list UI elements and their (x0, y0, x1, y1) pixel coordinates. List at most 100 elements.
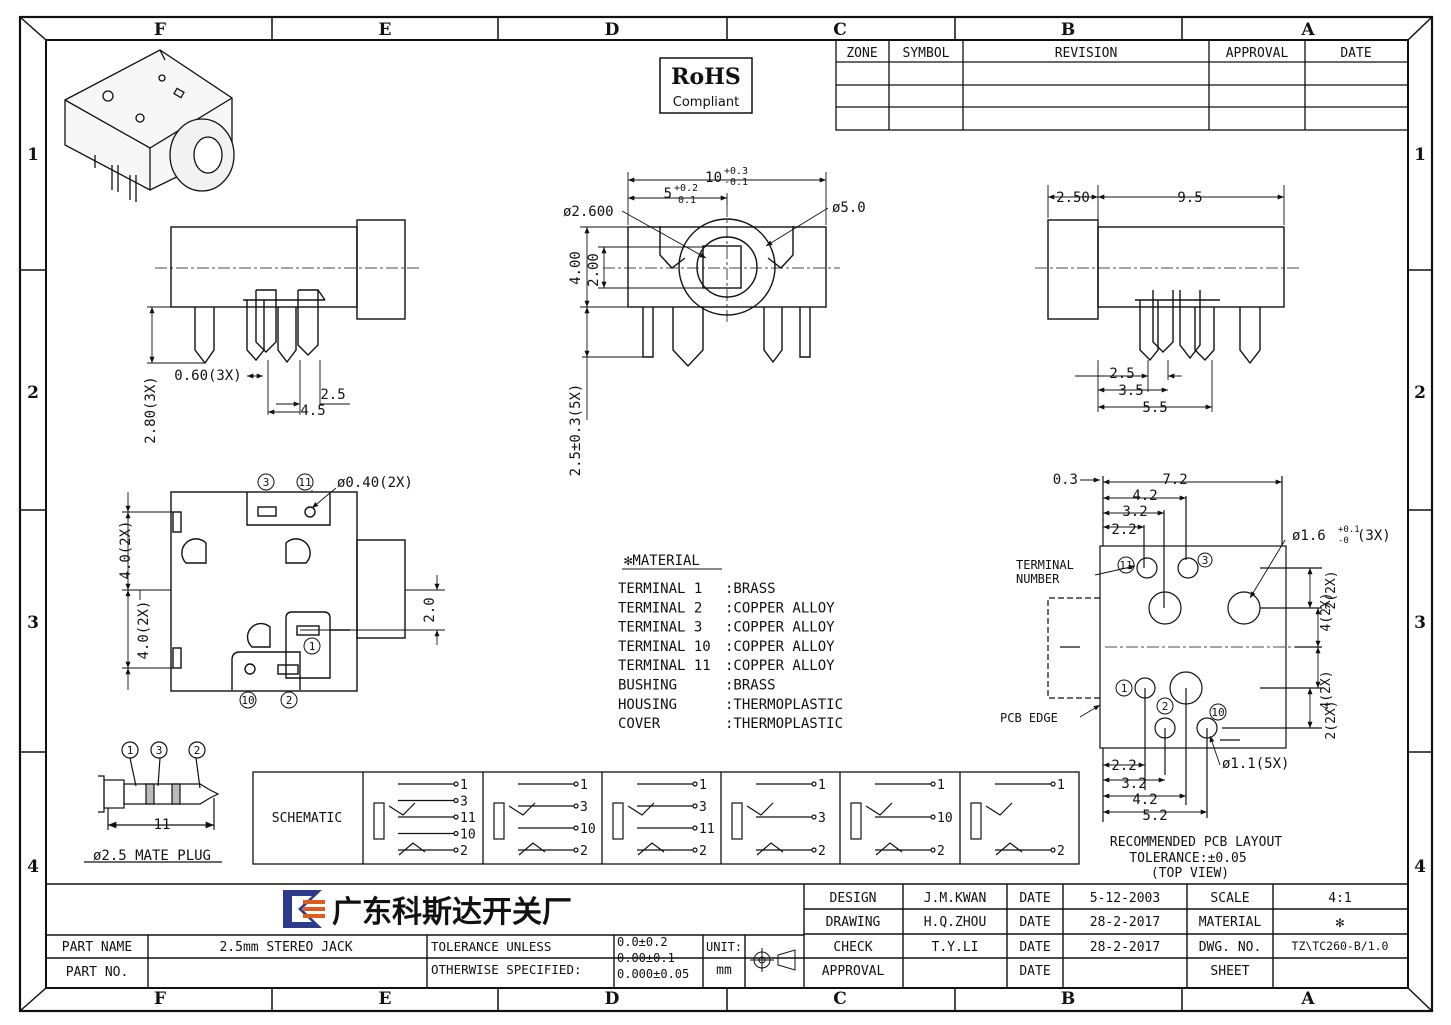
schematic-block (373, 781, 459, 856)
schematic-contact (388, 802, 416, 816)
dim-label: 9.5 (1177, 190, 1202, 206)
schematic-pin-number: 10 (937, 811, 953, 826)
schematic-contact (746, 802, 774, 816)
pcb-caption: RECOMMENDED PCB LAYOUT (1110, 835, 1282, 850)
front-view-dims (580, 172, 829, 420)
dim-label: ø5.0 (832, 200, 866, 216)
check-value: T.Y.LI (932, 940, 979, 955)
dim-label: 4.2 (1132, 792, 1157, 808)
dim-label: 2.50 (1056, 190, 1090, 206)
material-term: BUSHING (618, 678, 677, 694)
material-value: :COPPER ALLOY (725, 639, 835, 655)
zone-col-label: E (379, 989, 392, 1009)
schematic-contact (865, 802, 893, 816)
schematic-terminal (453, 847, 459, 853)
dim-label: 4(2X) (1319, 592, 1334, 631)
rev-header-revision: REVISION (1055, 46, 1118, 61)
dim-label: 10 (705, 170, 722, 186)
schematic-pin-number: 1 (580, 778, 588, 793)
rev-header-zone: ZONE (846, 46, 877, 61)
mate-plug (84, 741, 222, 863)
hole-big-label: ø1.6 (1292, 528, 1326, 544)
zone-row-label: 1 (27, 145, 39, 165)
material-term: TERMINAL 1 (618, 581, 702, 597)
hole-big-tol: -0 (1338, 536, 1349, 546)
dim-tolerance: +0.2 (674, 183, 698, 194)
dim-label: 4.0(2X) (118, 520, 134, 579)
sheet-label: SHEET (1210, 964, 1249, 979)
dim-label: 0.3 (1053, 472, 1078, 488)
scale-value: 4:1 (1328, 891, 1351, 906)
material-title: ✻MATERIAL (624, 553, 700, 569)
schematic-terminal (1050, 781, 1056, 787)
dim-label: 3.2 (1122, 504, 1147, 520)
schematic-pin-number: 2 (1057, 844, 1065, 859)
schematic-terminal (453, 830, 459, 837)
dim-label: ø0.40(2X) (337, 475, 413, 491)
schematic-contact (508, 802, 536, 816)
hole-big-tol: +0.1 (1338, 525, 1360, 535)
border-frame (18, 15, 1434, 1013)
schematic-terminal (1050, 847, 1056, 853)
schematic-terminal (930, 814, 936, 820)
schematic-terminal (573, 803, 579, 809)
rohs-subtitle: Compliant (673, 95, 739, 110)
zone-col-label: D (605, 989, 620, 1009)
schematic-block (612, 781, 698, 856)
schematic-terminal (811, 814, 817, 820)
pcb-edge-label: PCB EDGE (1000, 711, 1058, 725)
zone-row-label: 1 (1414, 145, 1426, 165)
schematic-terminal (453, 814, 459, 820)
contact-spring (612, 802, 624, 840)
mate-plug-length: 11 (154, 817, 171, 833)
material-value: :BRASS (725, 581, 776, 597)
unit-label: UNIT: (706, 940, 742, 954)
material-value: :THERMOPLASTIC (725, 716, 843, 732)
schematic-terminal (692, 825, 698, 831)
material-term: TERMINAL 3 (618, 620, 702, 636)
hole-small-label: ø1.1(5X) (1222, 756, 1289, 772)
schematic-terminal (453, 781, 459, 787)
dim-label: 2.5 (320, 387, 345, 403)
schematic-pin-number: 1 (937, 778, 945, 793)
dim-label: 5.5 (1142, 400, 1167, 416)
schematic-pin-number: 1 (460, 778, 468, 793)
date-label: DATE (1019, 940, 1050, 955)
unit-value: mm (716, 963, 732, 978)
date-label: DATE (1019, 891, 1050, 906)
schematic-contact (756, 842, 784, 856)
pin-number: 1 (309, 640, 316, 653)
contact-spring (373, 802, 385, 840)
zone-row-label: 2 (1414, 383, 1426, 403)
right-side-dims (1047, 185, 1285, 412)
material-value: :COPPER ALLOY (725, 620, 835, 636)
date-value: 28-2-2017 (1090, 915, 1160, 930)
zone-col-label: A (1300, 989, 1315, 1009)
schematic-terminal (692, 781, 698, 787)
schematic-terminal (573, 781, 579, 787)
pin-number: 10 (1211, 706, 1224, 719)
schematic-pin-number: 10 (580, 822, 596, 837)
pin-number: 11 (298, 476, 311, 489)
drawing-value: H.Q.ZHOU (924, 915, 987, 930)
dim-label: 2(2X) (1324, 700, 1339, 739)
pin-number: 3 (263, 476, 270, 489)
schematic-pin-number: 10 (460, 828, 476, 843)
dim-label: 4.5 (300, 403, 325, 419)
material-value: :THERMOPLASTIC (725, 697, 843, 713)
pcb-layout (1047, 476, 1322, 822)
bottom-view-pin-labels (239, 473, 321, 709)
schematic-contact (398, 842, 426, 856)
schematic-pin-number: 1 (818, 778, 826, 793)
schematic-terminal (930, 847, 936, 853)
schematic-pin-number: 2 (937, 844, 945, 859)
schematic-terminal (573, 847, 579, 853)
dwg-no-label: DWG. NO. (1199, 940, 1262, 955)
dim-label: 2.5 (1109, 366, 1134, 382)
schematic-pin-number: 11 (699, 822, 715, 837)
pcb-caption: (TOP VIEW) (1151, 866, 1229, 881)
material-value: ✻ (1336, 915, 1345, 931)
schematic-block (850, 781, 936, 856)
dim-label: 2.0 (422, 597, 438, 622)
